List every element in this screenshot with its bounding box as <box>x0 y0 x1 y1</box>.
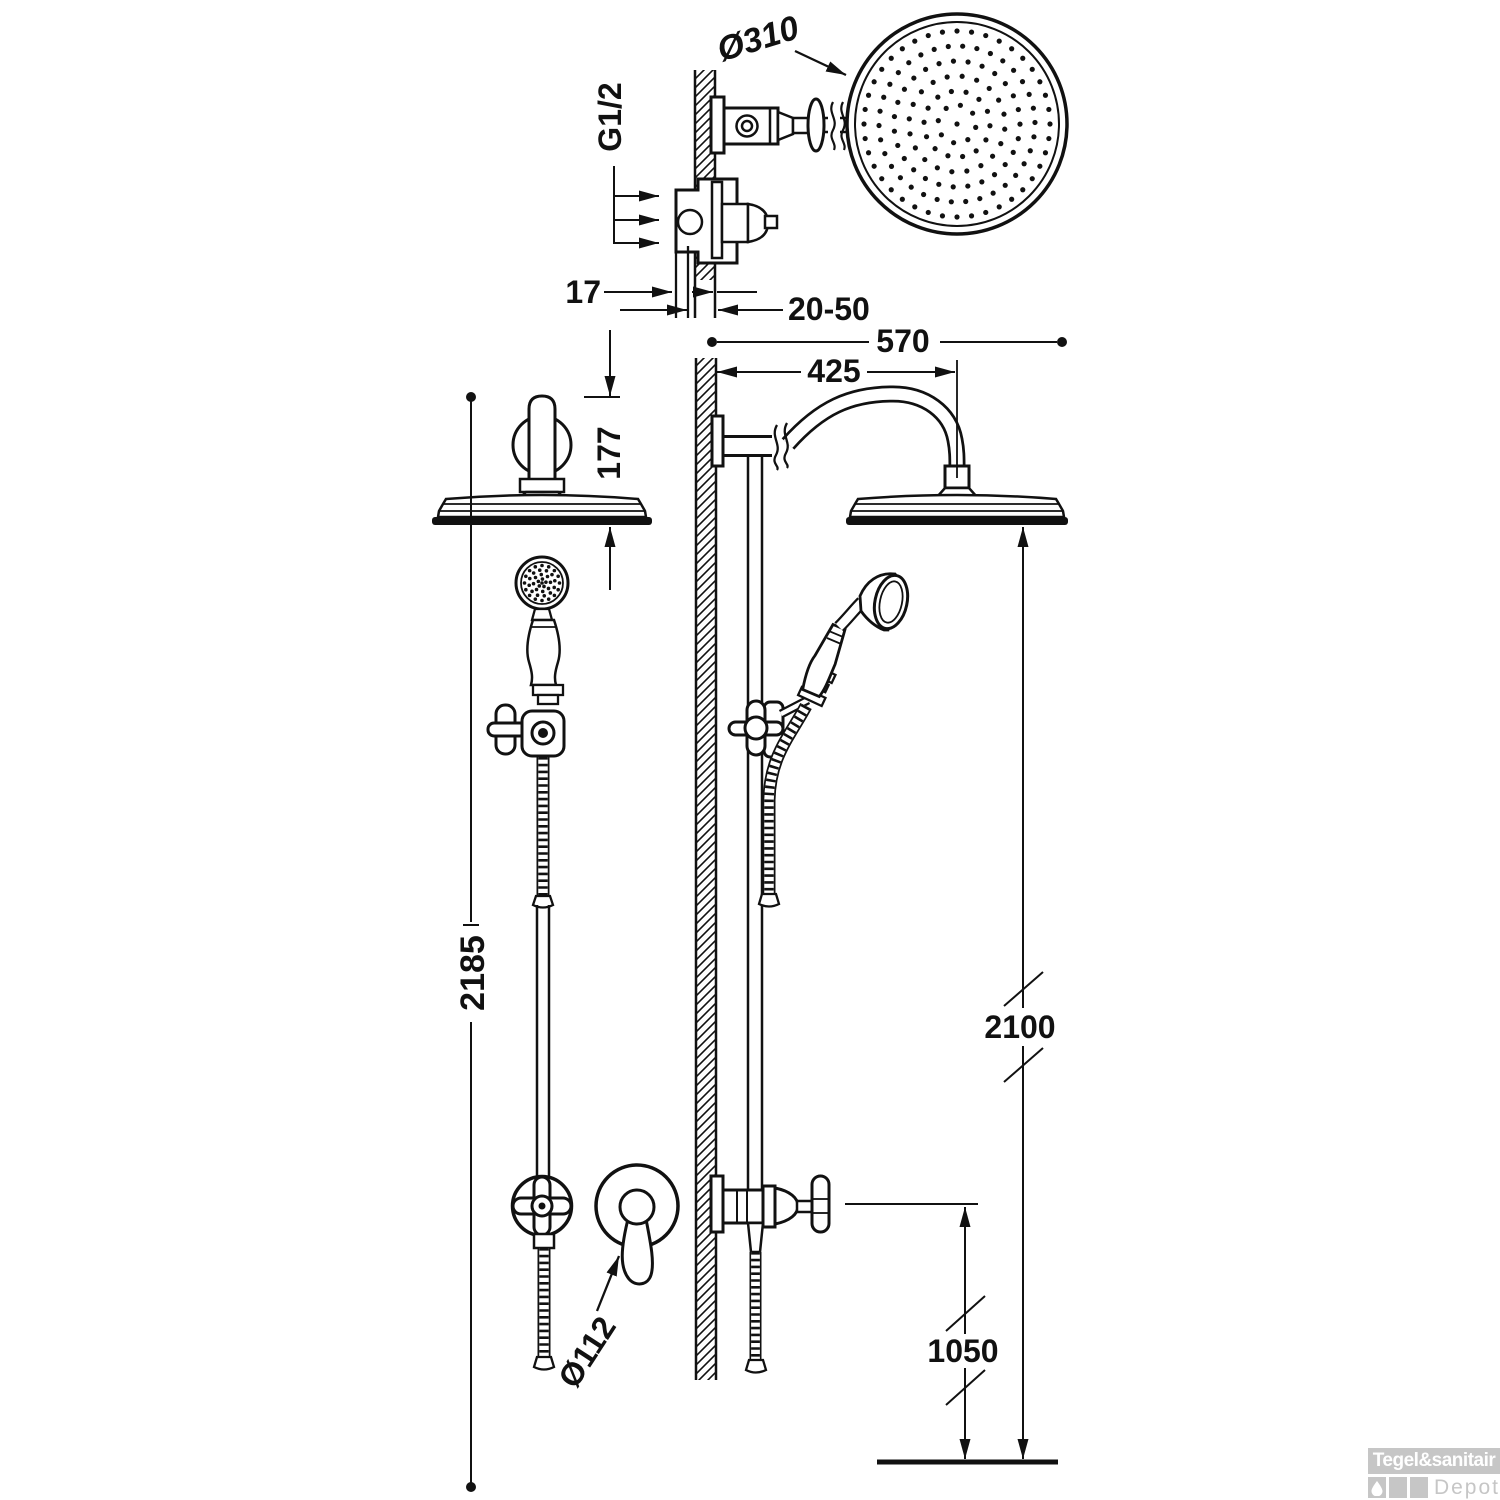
watermark-sub-brand: Depot <box>1433 1475 1500 1499</box>
label-arm-projection: 425 <box>807 353 860 389</box>
slider-valve-side <box>727 696 811 759</box>
label-depth-range: 20-50 <box>788 291 870 327</box>
rain-head-front <box>432 493 652 525</box>
dimension-head-height: 2100 <box>984 527 1056 1459</box>
droplet-icon <box>1368 1477 1386 1498</box>
riser-pipe-front <box>527 394 557 492</box>
shower-hose-front <box>531 757 555 1177</box>
dimension-head-offset: 177 <box>584 330 627 590</box>
dimension-valve-height: 1050 <box>845 1203 999 1459</box>
label-plate-diameter: Ø112 <box>551 1310 623 1394</box>
diverter-valve-front <box>486 703 566 758</box>
label-head-offset: 177 <box>591 426 627 479</box>
wall-supply-elbow <box>709 95 850 155</box>
label-thread-size: G1/2 <box>592 82 628 151</box>
hand-shower-side <box>757 572 910 908</box>
label-inset-depth: 17 <box>565 274 601 310</box>
dimension-total-projection: 570 <box>707 323 1067 359</box>
rain-head-top-view <box>845 12 1069 236</box>
label-total-projection: 570 <box>876 323 929 359</box>
rain-head-side <box>846 493 1068 525</box>
wall-section-main <box>694 358 718 1380</box>
inlet-valve-side <box>709 1174 831 1374</box>
label-column-height: 2185 <box>454 935 492 1011</box>
stop-valve-cross-handle-front <box>510 1174 574 1371</box>
watermark-brand: Tegel&sanitair <box>1368 1448 1500 1474</box>
dimension-depth-range: 20-50 <box>620 291 870 327</box>
hand-shower-front <box>514 555 570 706</box>
dimension-head-diameter: Ø310 <box>713 9 847 77</box>
label-valve-height: 1050 <box>927 1333 998 1369</box>
wall-flange-side <box>710 414 725 468</box>
front-view <box>432 394 680 1371</box>
shower-arm-side <box>710 385 980 499</box>
watermark-square <box>1388 1477 1407 1498</box>
dimension-thread: G1/2 <box>592 82 659 249</box>
concealed-valve-detail <box>674 177 779 265</box>
mixer-trim-front <box>594 1163 680 1286</box>
dimension-arm-projection: 425 <box>717 353 958 478</box>
label-head-height: 2100 <box>984 1009 1055 1045</box>
watermark-square <box>1409 1477 1428 1498</box>
dimension-column-height: 2185 <box>454 392 492 1492</box>
side-view <box>709 385 1068 1374</box>
dimension-plate-diameter: Ø112 <box>551 1255 623 1394</box>
spray-nozzle-dots <box>861 28 1053 220</box>
watermark: Tegel&sanitair Depot <box>1368 1448 1500 1499</box>
label-head-diameter: Ø310 <box>713 9 804 70</box>
